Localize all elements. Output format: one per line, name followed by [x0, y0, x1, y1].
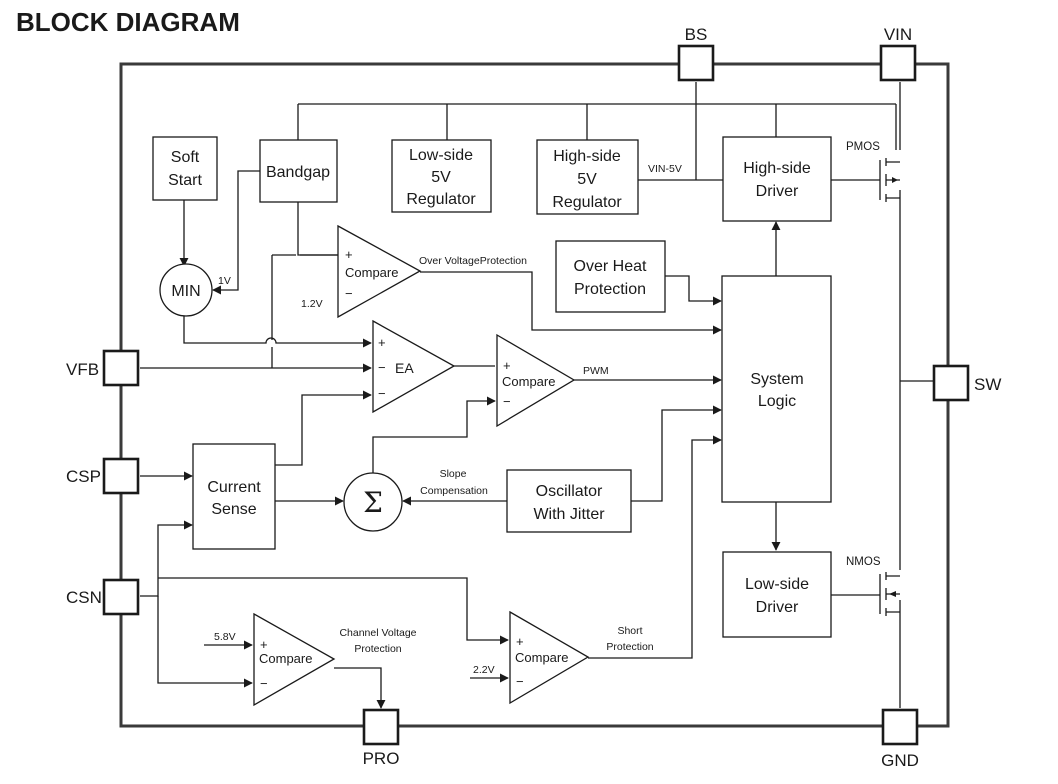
pin-vin[interactable]: VIN — [879, 25, 917, 82]
pin-gnd-label: GND — [881, 751, 919, 770]
channel-voltage-comparator: + Compare − — [253, 612, 336, 707]
svg-text:5V: 5V — [431, 169, 451, 186]
system-logic-block: System Logic — [721, 275, 832, 503]
pin-vfb-label: VFB — [66, 360, 99, 379]
pin-bs-label: BS — [685, 25, 708, 44]
ovp-comparator: + Compare − — [337, 224, 422, 319]
svg-text:Driver: Driver — [756, 599, 799, 616]
oscillator-block: Oscillator With Jitter — [506, 469, 632, 533]
svg-text:PMOS: PMOS — [846, 141, 880, 153]
svg-text:Driver: Driver — [756, 183, 799, 200]
svg-text:With Jitter: With Jitter — [533, 506, 605, 523]
svg-text:EA: EA — [395, 360, 414, 376]
channel-protection-label: Protection — [354, 643, 401, 655]
channel-voltage-label: Channel Voltage — [339, 627, 416, 639]
min-block: MIN — [159, 263, 213, 317]
svg-text:Regulator: Regulator — [552, 194, 622, 211]
svg-text:Low-side: Low-side — [745, 576, 809, 593]
diagram-title: BLOCK DIAGRAM — [16, 7, 240, 37]
svg-text:Compare: Compare — [515, 650, 568, 665]
highside-regulator-block: High-side 5V Regulator — [536, 139, 639, 215]
bandgap-block: Bandgap — [259, 139, 338, 203]
over-heat-protection-block: Over Heat Protection — [555, 240, 666, 313]
2-2v-label: 2.2V — [473, 664, 495, 676]
short-protection-label: Protection — [606, 641, 653, 653]
svg-text:NMOS: NMOS — [846, 556, 881, 568]
svg-text:−: − — [516, 674, 524, 689]
svg-text:5V: 5V — [577, 171, 597, 188]
nmos-transistor: NMOS — [846, 556, 900, 616]
svg-text:Compare: Compare — [345, 265, 398, 280]
pin-vfb[interactable]: VFB — [66, 349, 140, 387]
svg-text:−: − — [345, 286, 353, 301]
svg-text:+: + — [345, 247, 353, 262]
svg-text:Oscillator: Oscillator — [536, 483, 603, 500]
highside-driver-block: High-side Driver — [722, 136, 832, 222]
sigma-summer: Σ — [343, 472, 403, 532]
svg-text:Σ: Σ — [363, 486, 383, 519]
svg-text:System: System — [750, 371, 803, 388]
pin-csn[interactable]: CSN — [66, 578, 140, 616]
soft-start-block: Soft Start — [152, 136, 218, 201]
pwm-comparator: + Compare − — [496, 333, 576, 428]
svg-text:−: − — [260, 676, 268, 691]
svg-text:Protection: Protection — [574, 281, 646, 298]
svg-text:Bandgap: Bandgap — [266, 164, 330, 181]
pin-bs[interactable]: BS — [677, 25, 715, 82]
svg-text:−: − — [378, 386, 386, 401]
pin-csp[interactable]: CSP — [66, 457, 140, 495]
svg-text:Current: Current — [207, 479, 261, 496]
svg-text:Sense: Sense — [211, 501, 256, 518]
svg-text:Compare: Compare — [259, 651, 312, 666]
compensation-label: Compensation — [420, 485, 488, 497]
svg-text:High-side: High-side — [743, 160, 811, 177]
error-amplifier: + − − EA — [372, 319, 456, 414]
pwm-label: PWM — [583, 365, 609, 377]
svg-text:MIN: MIN — [171, 283, 200, 300]
svg-text:Start: Start — [168, 172, 202, 189]
pin-pro-label: PRO — [363, 749, 400, 768]
pin-vin-label: VIN — [884, 25, 912, 44]
svg-text:+: + — [503, 358, 511, 373]
1v-label: 1V — [218, 275, 231, 287]
5-8v-label: 5.8V — [214, 631, 236, 643]
svg-text:Regulator: Regulator — [406, 191, 476, 208]
svg-text:+: + — [378, 335, 386, 350]
svg-text:Logic: Logic — [758, 393, 796, 410]
svg-text:+: + — [260, 637, 268, 652]
vin-5v-label: VIN-5V — [648, 163, 682, 175]
svg-text:High-side: High-side — [553, 148, 621, 165]
short-protection-comparator: + Compare − — [509, 610, 590, 705]
svg-text:−: − — [503, 394, 511, 409]
slope-label: Slope — [440, 468, 467, 480]
short-label: Short — [617, 625, 642, 637]
svg-text:Over Heat: Over Heat — [574, 258, 647, 275]
lowside-driver-block: Low-side Driver — [722, 551, 832, 638]
pmos-transistor: PMOS — [846, 141, 900, 202]
pin-sw[interactable]: SW — [932, 364, 1001, 402]
wires — [140, 82, 934, 709]
svg-text:−: − — [378, 360, 386, 375]
pin-gnd[interactable]: GND — [881, 708, 919, 770]
svg-text:Soft: Soft — [171, 149, 200, 166]
svg-text:Low-side: Low-side — [409, 147, 473, 164]
lowside-regulator-block: Low-side 5V Regulator — [391, 139, 492, 213]
current-sense-block: Current Sense — [192, 443, 276, 550]
1-2v-label: 1.2V — [301, 298, 323, 310]
over-voltage-label: Over VoltageProtection — [419, 255, 527, 267]
pin-csn-label: CSN — [66, 588, 102, 607]
pin-sw-label: SW — [974, 375, 1001, 394]
svg-text:Compare: Compare — [502, 374, 555, 389]
svg-text:+: + — [516, 634, 524, 649]
pin-csp-label: CSP — [66, 467, 101, 486]
pin-pro[interactable]: PRO — [363, 708, 400, 768]
